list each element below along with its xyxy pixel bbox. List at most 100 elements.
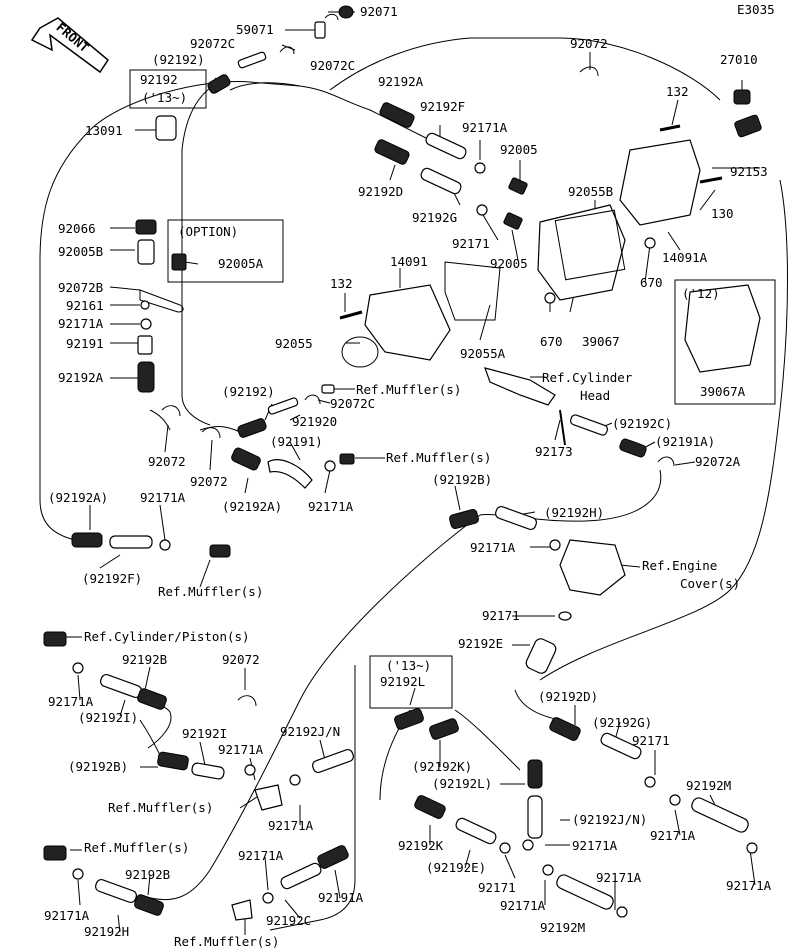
label-92072-m2: 92072: [190, 474, 228, 489]
part-92171-r: [558, 611, 572, 621]
label-92072c-a: 92072C: [190, 36, 235, 51]
label-92192k-p: (92192K): [412, 759, 472, 774]
label-92005-top: 92005: [500, 142, 538, 157]
gasket-92055b: [554, 209, 626, 281]
label-92192b: 92192B: [122, 652, 167, 667]
label-92005-m: 92005: [490, 256, 528, 271]
clamp-92171a-r: [549, 539, 561, 551]
label-92005b: 92005B: [58, 244, 103, 259]
spring-92192b-p2: [157, 751, 189, 771]
hose-92192jn: [312, 748, 354, 774]
spring-92192: [207, 74, 231, 94]
clamp-92171a-b4: [522, 839, 534, 851]
part-92066: [135, 219, 157, 235]
label-92192e: 92192E: [458, 636, 503, 651]
hose-92192c-p: [569, 414, 609, 436]
bolt-132-m: [339, 310, 363, 320]
label-92192e-p: (92192E): [426, 860, 486, 875]
label-92171a-b3: 92171A: [268, 818, 314, 833]
label-92192g-p: (92192G): [592, 715, 652, 730]
part-92173: [559, 409, 566, 446]
hose-92191-p: [267, 459, 313, 489]
label-92191a: 92191A: [318, 890, 364, 905]
hose-92192i: [191, 762, 225, 780]
part-ref-muffler6: [231, 899, 253, 921]
clamp-92171a-b2: [244, 764, 256, 776]
year13-box-bottom: [369, 655, 453, 709]
label-92192d: 92192D: [358, 184, 403, 199]
clamp-92171a-b7: [746, 842, 758, 854]
part-92005b: [137, 239, 155, 265]
option-label: (OPTION): [178, 224, 238, 239]
label-92192jn: 92192J/N: [280, 724, 340, 739]
label-59071: 59071: [236, 22, 274, 37]
label-92192c: 92192C: [266, 913, 311, 928]
part-ref-muffler1: [321, 384, 335, 394]
label-92071: 92071: [360, 4, 398, 19]
clip-92072c-m: [304, 394, 321, 405]
spring-92192b: [137, 688, 167, 710]
label-670-b: 670: [540, 334, 563, 349]
label-92171-b2: 92171: [478, 880, 516, 895]
label-92072-m: 92072: [148, 454, 186, 469]
label-92072-top: 92072: [570, 36, 608, 51]
label-ref-muffler5: Ref.Muffler(s): [84, 840, 189, 855]
label-92171a-m: 92171A: [308, 499, 354, 514]
label-92072c-b: 92072C: [310, 58, 355, 73]
label-92072a: 92072A: [695, 454, 741, 469]
label-92055a: 92055A: [460, 346, 506, 361]
part-ref-cyl-piston: [43, 631, 67, 647]
part-92005-m: [503, 212, 523, 230]
clamp-92171a-b3: [289, 774, 301, 786]
label-ref-cyl-head2: Head: [580, 388, 610, 403]
spring-92192a: [379, 102, 415, 128]
diagram-code: E3035: [737, 2, 775, 17]
gasket-92055a: [444, 261, 501, 321]
label-92171a-b1: 92171A: [48, 694, 94, 709]
label-ref-muffler4: Ref.Muffler(s): [108, 800, 213, 815]
hose-92192m-b: [556, 874, 614, 910]
label-92171a-top: 92171A: [462, 120, 508, 135]
hose-92192g: [420, 167, 462, 195]
label-92161: 92161: [66, 298, 104, 313]
part-13091: [155, 115, 177, 141]
hose-92192jn-p: [527, 795, 543, 839]
clip-92072-m: [161, 405, 181, 417]
label-92192i-p: (92192I): [78, 710, 138, 725]
part-ref-muffler3: [209, 544, 231, 558]
label-92191: 92191: [66, 336, 104, 351]
clip-92072-b: [237, 695, 257, 707]
label-92171a-b6b: 92171A: [500, 898, 546, 913]
clamp-92171a-b10: [262, 892, 274, 904]
hose-92192g-p: [600, 732, 642, 760]
label-92171-r: 92171: [482, 608, 520, 623]
part-ref-engine-cover: [559, 539, 626, 596]
label-92153: 92153: [730, 164, 768, 179]
part-92005-top: [508, 177, 528, 195]
label-ref-cyl-piston: Ref.Cylinder/Piston(s): [84, 629, 250, 644]
label-92055: 92055: [275, 336, 313, 351]
spring-92192l: [394, 708, 424, 730]
hose-92192e-p: [455, 817, 497, 845]
hose-92192f: [425, 132, 467, 160]
hose-92192h-p: [495, 505, 537, 531]
label-92192a-p2: (92192A): [48, 490, 108, 505]
label-92192jn-p: (92192J/N): [572, 812, 647, 827]
label-92192c-p: (92192C): [612, 416, 672, 431]
label-92171a-b5: 92171A: [238, 848, 284, 863]
spring-92192b-2: [134, 894, 164, 916]
spring-92192-p: [237, 418, 267, 438]
label-92171a-c: 92171A: [140, 490, 186, 505]
spring-92192d: [374, 139, 410, 165]
clamp-92171a-c: [159, 539, 171, 551]
label-92192m-b: 92192M: [540, 920, 585, 935]
oring-92055: [341, 336, 379, 368]
part-ref-muffler5: [43, 845, 67, 861]
clamp-92171a-b9: [616, 906, 628, 918]
clamp-92171a-b1: [72, 662, 84, 674]
parts: [30, 5, 762, 921]
part-ref-muffler4: [254, 784, 283, 811]
clamp-92171a-b8: [542, 864, 554, 876]
